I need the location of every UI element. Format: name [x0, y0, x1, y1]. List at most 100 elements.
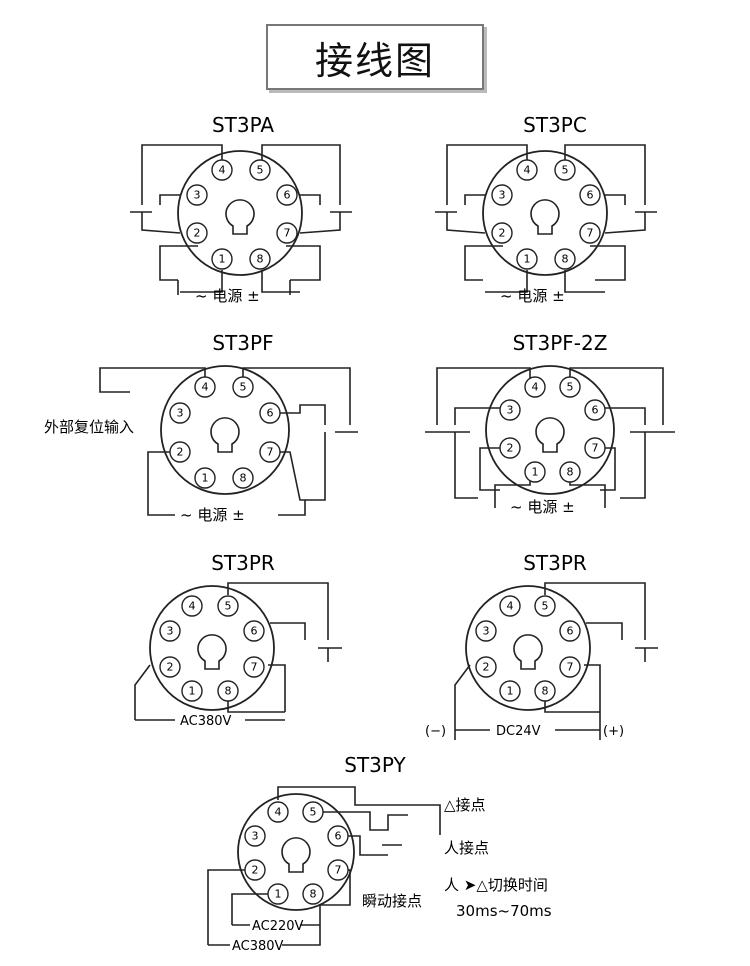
svg-text:4: 4 [507, 600, 514, 613]
wire [227, 582, 342, 662]
terminal-pin: 8 [554, 248, 576, 270]
wire [604, 194, 657, 234]
delta-contact-label: △接点 [444, 796, 486, 814]
diagram-st3pa: ST3PA 4 5 3 6 2 7 1 8 ~ 电源 ± [130, 113, 352, 305]
wire [338, 835, 402, 856]
terminal-pin: 4 [267, 801, 289, 823]
terminal-pin: 3 [475, 620, 497, 642]
svg-text:4: 4 [219, 164, 226, 177]
terminal-pin: 5 [217, 595, 239, 617]
terminal-pin: 3 [159, 620, 181, 642]
terminal-pin: 2 [499, 437, 521, 459]
svg-text:1: 1 [189, 685, 196, 698]
diagram-st3py: ST3PY 4 5 3 6 2 7 1 8 △接点 人接点 瞬动接点 人 ➤△切… [207, 753, 552, 954]
wire [159, 245, 198, 281]
terminal-pin: 5 [249, 159, 271, 181]
svg-text:5: 5 [240, 381, 247, 394]
svg-text:7: 7 [267, 446, 274, 459]
svg-text:6: 6 [335, 830, 342, 843]
model-label: ST3PA [212, 113, 274, 137]
supply-label: DC24V [496, 724, 541, 739]
model-label: ST3PF-2Z [513, 331, 608, 355]
svg-text:4: 4 [189, 600, 196, 613]
diagram-st3pf2z: ST3PF-2Z 4 5 3 6 2 7 1 8 ~ 电源 ± [425, 331, 675, 516]
terminal-pin: 5 [559, 376, 581, 398]
svg-text:6: 6 [267, 407, 274, 420]
model-label: ST3PC [523, 113, 587, 137]
terminal-pin: 1 [516, 248, 538, 270]
relay-socket [485, 365, 615, 495]
wire [313, 811, 408, 831]
terminal-pin: 8 [217, 680, 239, 702]
svg-text:3: 3 [167, 625, 174, 638]
wire [299, 194, 352, 234]
terminal-pin: 8 [559, 461, 581, 483]
relay-socket [465, 585, 591, 711]
wire [595, 407, 675, 499]
terminal-pin: 8 [534, 680, 556, 702]
wire [231, 893, 276, 925]
svg-text:6: 6 [284, 189, 291, 202]
supply-high-label: AC380V [232, 939, 284, 954]
wire [270, 451, 306, 516]
wire [242, 367, 351, 425]
diagram-st3pr-ac: ST3PR 4 5 3 6 2 7 1 8 AC380V [134, 551, 342, 729]
terminal-pin: 5 [232, 376, 254, 398]
svg-text:8: 8 [542, 685, 549, 698]
svg-text:4: 4 [524, 164, 531, 177]
terminal-pin: 5 [302, 801, 324, 823]
wire [227, 700, 285, 713]
wire [485, 270, 605, 293]
svg-text:5: 5 [310, 806, 317, 819]
switch-label: 人 ➤△切换时间 [444, 876, 548, 894]
svg-text:8: 8 [562, 253, 569, 266]
relay-socket [149, 585, 275, 711]
terminal-pin: 2 [475, 656, 497, 678]
svg-text:1: 1 [507, 685, 514, 698]
star-contact-label: 人接点 [444, 839, 489, 857]
positive-label: (+) [603, 724, 624, 739]
terminal-pin: 1 [211, 248, 233, 270]
svg-text:8: 8 [240, 472, 247, 485]
model-label: ST3PF [212, 331, 273, 355]
wire [564, 144, 646, 205]
wire [180, 270, 300, 293]
power-label: ~ 电源 ± [180, 506, 245, 524]
wire [544, 700, 600, 713]
terminal-pin: 6 [276, 184, 298, 206]
terminal-pin: 6 [579, 184, 601, 206]
terminal-pin: 4 [211, 159, 233, 181]
wire [590, 245, 626, 281]
wire [130, 194, 181, 234]
svg-text:2: 2 [194, 227, 201, 240]
terminal-pin: 1 [524, 461, 546, 483]
terminal-pin: 1 [499, 680, 521, 702]
negative-label: (−) [425, 724, 446, 739]
terminal-pin: 1 [194, 467, 216, 489]
model-label: ST3PR [211, 551, 275, 575]
terminal-pin: 2 [491, 222, 513, 244]
wire [544, 582, 658, 662]
wire [464, 245, 503, 281]
wire [586, 622, 623, 640]
wire [147, 451, 180, 516]
terminal-pin: 8 [249, 248, 271, 270]
wire [261, 144, 341, 205]
terminal-pin: 1 [181, 680, 203, 702]
wire [425, 407, 510, 499]
terminal-pin: 2 [244, 859, 266, 881]
wire [208, 925, 321, 946]
wire [584, 664, 601, 740]
svg-text:6: 6 [567, 625, 574, 638]
wire [479, 447, 510, 491]
wire [435, 194, 486, 234]
instant-contact-label: 瞬动接点 [362, 892, 422, 910]
socket-key [225, 199, 255, 235]
svg-text:5: 5 [257, 164, 264, 177]
wire [270, 404, 358, 501]
switch-time-label: 30ms~70ms [456, 902, 552, 920]
socket-key [210, 417, 240, 453]
svg-text:4: 4 [532, 381, 539, 394]
svg-text:5: 5 [567, 381, 574, 394]
